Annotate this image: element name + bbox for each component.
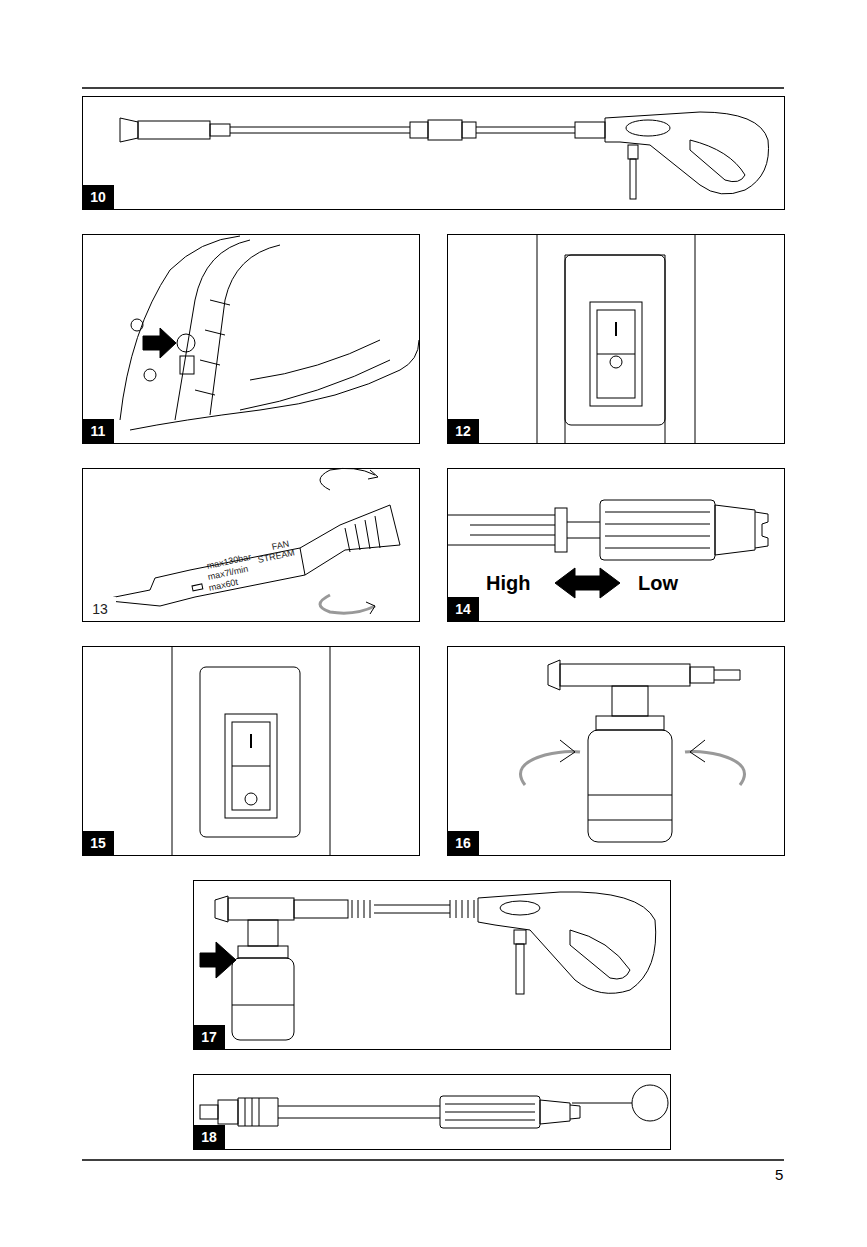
figure-number: 18 [193, 1125, 225, 1149]
page-number: 5 [775, 1167, 783, 1182]
figure-number: 14 [447, 597, 479, 621]
figure-number: 10 [82, 185, 114, 209]
figure-number: 16 [447, 831, 479, 855]
pressure-label: Low [638, 573, 678, 593]
figure-number: 15 [82, 831, 114, 855]
figure-number: 13 [84, 597, 116, 621]
figure-number: 12 [447, 419, 479, 443]
figure-number: 11 [82, 419, 114, 443]
nozzle-marking: STREAM [257, 548, 296, 565]
pressure-label: High [486, 573, 530, 593]
figure-number: 17 [193, 1025, 225, 1049]
